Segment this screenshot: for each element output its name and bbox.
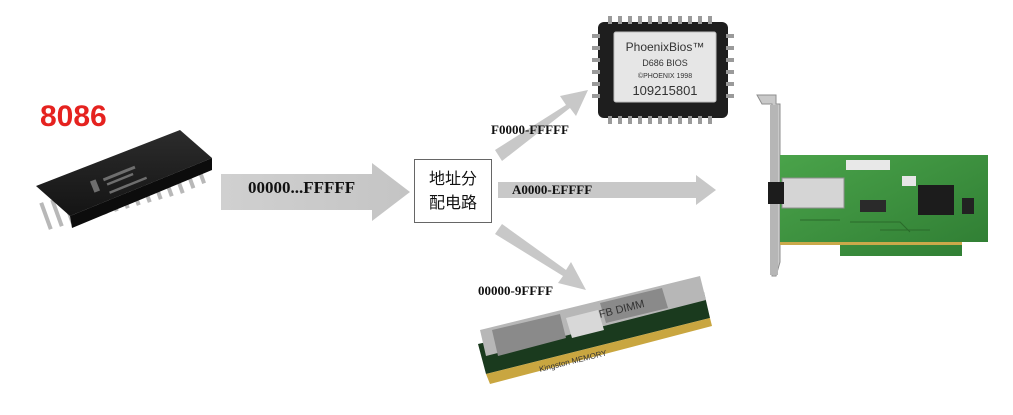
- io-card-range-label: A0000-EFFFF: [512, 182, 593, 197]
- bios-brand-text: PhoenixBios™: [626, 40, 705, 54]
- bios-copyright-text: ©PHOENIX 1998: [638, 72, 692, 80]
- decoder-label-line1: 地址分: [428, 169, 477, 188]
- main-bus-arrow: [221, 163, 410, 221]
- pci-card-icon: [756, 94, 988, 277]
- bios-chip-icon: PhoenixBios™ D686 BIOS ©PHOENIX 1998 109…: [592, 16, 734, 124]
- address-decoder-box: 地址分 配电路: [414, 159, 492, 223]
- arrow-to-network-card: [498, 175, 716, 205]
- arrow-to-ram: [495, 224, 586, 290]
- dip-chip-icon: [36, 130, 212, 230]
- bios-serial-text: 109215801: [632, 83, 697, 98]
- bios-model-text: D686 BIOS: [642, 58, 688, 68]
- arrow-to-bios: [495, 90, 588, 161]
- decoder-label-line2: 配电路: [428, 193, 477, 212]
- ram-range-label: 00000-9FFFF: [478, 283, 554, 298]
- main-bus-range-label: 00000...FFFFF: [248, 178, 356, 197]
- bios-range-label: F0000-FFFFF: [491, 122, 569, 137]
- cpu-label: 8086: [40, 100, 107, 133]
- ram-module-icon: FB DIMM Kingston MEMORY: [478, 276, 712, 384]
